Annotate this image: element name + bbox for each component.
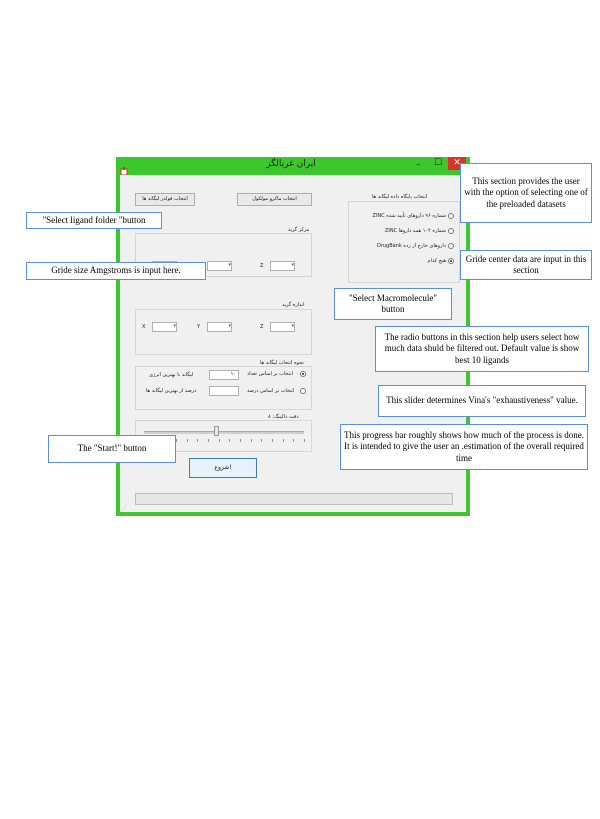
dataset-radio[interactable] — [448, 258, 454, 264]
percent-suffix-label: درصد از بهترین لیگاند ها — [146, 388, 197, 394]
callout-radio-filter: The radio buttons in this section help u… — [375, 326, 589, 372]
callout-dataset-section: This section provides the user with the … — [460, 163, 592, 223]
dataset-group — [348, 201, 460, 283]
start-button[interactable]: شروع! — [189, 458, 257, 478]
minimize-button[interactable]: – — [416, 160, 421, 170]
slider-tick — [250, 439, 252, 442]
dataset-radio[interactable] — [448, 243, 454, 249]
filter-by-percent-radio[interactable] — [300, 388, 306, 394]
dataset-option-label: هیچ کدام — [427, 258, 446, 264]
title-bar[interactable]: ایران غربالگر – ☐ ✕ — [116, 157, 470, 176]
callout-progress: This progress bar roughly shows how much… — [340, 424, 588, 470]
slider-tick — [282, 439, 284, 442]
count-suffix-label: لیگاند با بهترین انرژی — [149, 372, 194, 378]
size-x-label: X — [142, 324, 146, 330]
progress-bar — [135, 493, 453, 505]
size-y-combo[interactable]: ▾ — [207, 322, 232, 332]
slider-tick — [176, 439, 177, 442]
callout-exhaustiveness: This slider determines Vina's "exhaustiv… — [378, 385, 586, 417]
select-ligand-folder-button[interactable]: انتخاب فولدر لیگاند ها — [135, 193, 195, 206]
center-z-label: Z — [260, 263, 264, 269]
slider-tick — [186, 439, 188, 442]
maximize-button[interactable]: ☐ — [434, 158, 443, 168]
size-z-combo[interactable]: ▾ — [270, 322, 295, 332]
callout-ligand-folder: "Select ligand folder "button — [26, 212, 162, 229]
dataset-option[interactable]: ZINC شماره ۱۰۴ همه داروها — [350, 226, 460, 241]
grid-size-group — [135, 309, 312, 355]
filter-by-count-label: انتخاب بر اساس تعداد — [247, 371, 293, 377]
exhaustiveness-slider-thumb[interactable] — [213, 426, 219, 436]
dataset-option[interactable]: هیچ کدام — [350, 256, 460, 271]
callout-start: The "Start!" button — [48, 435, 176, 463]
dataset-radio[interactable] — [448, 213, 454, 219]
dataset-option-label: ZINC شماره ۱۰۴ همه داروها — [384, 228, 446, 234]
filter-by-count-radio[interactable] — [300, 371, 306, 377]
size-y-label: Y — [197, 324, 201, 330]
resize-grip-icon[interactable]: ⋰ — [122, 505, 127, 511]
dataset-radio-list: ZINC شماره ۹۶ داروهای تأیید شده ZINC شمار… — [350, 211, 460, 271]
slider-tick — [218, 439, 220, 442]
filter-by-percent-label: انتخاب بر اساس درصد — [247, 388, 295, 394]
grid-center-label: مرکز گرید — [288, 227, 310, 233]
slider-tick — [208, 439, 209, 442]
dataset-option[interactable]: ZINC شماره ۹۶ داروهای تأیید شده — [350, 211, 460, 226]
filter-group-title: نحوه انتخاب لیگاند ها — [260, 360, 304, 366]
slider-tick — [304, 439, 305, 442]
size-x-combo[interactable]: ▾ — [152, 322, 177, 332]
slider-tick — [229, 439, 231, 442]
callout-macromolecule: "Select Macromolecule" button — [334, 288, 452, 320]
app-icon — [120, 161, 128, 176]
select-macromolecule-button[interactable]: انتخاب ماکرو مولکول — [237, 193, 312, 206]
percent-input[interactable] — [209, 386, 239, 396]
exhaustiveness-slider-track[interactable] — [144, 431, 304, 434]
callout-grid-size: Gride size Amgstroms is input here. — [26, 262, 206, 280]
window-title: ایران غربالگر — [266, 159, 316, 169]
center-y-combo[interactable]: ▾ — [207, 261, 232, 271]
grid-size-label: اندازه گرید — [282, 302, 305, 308]
grid-center-group — [135, 233, 312, 277]
slider-tick — [197, 439, 199, 442]
callout-grid-center: Gride center data are input in this sect… — [460, 250, 592, 280]
slider-tick — [240, 439, 241, 442]
dataset-option-label: ZINC شماره ۹۶ داروهای تأیید شده — [372, 213, 446, 219]
size-z-label: Z — [260, 324, 264, 330]
dataset-option[interactable]: DrugBank داروهای خارج از رده — [350, 241, 460, 256]
center-z-combo[interactable]: ▾ — [270, 261, 295, 271]
dataset-option-label: DrugBank داروهای خارج از رده — [376, 243, 446, 249]
slider-tick — [261, 439, 263, 442]
filter-group — [135, 366, 312, 410]
slider-tick — [293, 439, 295, 442]
slider-tick — [272, 439, 273, 442]
dataset-radio[interactable] — [448, 228, 454, 234]
exhaustiveness-label: دقت داکینگ: ۸ — [268, 414, 299, 420]
count-input[interactable]: ۱۰ — [209, 370, 239, 380]
dataset-group-title: انتخاب پایگاه داده لیگاند ها — [372, 194, 428, 200]
